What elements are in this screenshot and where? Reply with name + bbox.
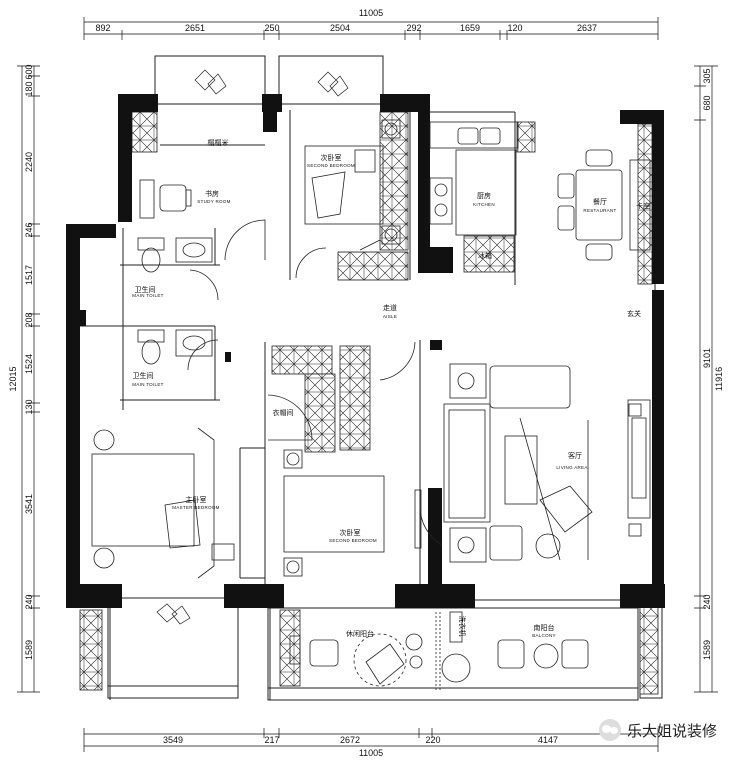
- svg-text:SECOND BEDROOM: SECOND BEDROOM: [329, 538, 377, 543]
- svg-text:2651: 2651: [185, 23, 205, 33]
- svg-text:292: 292: [406, 23, 421, 33]
- wechat-icon: [598, 719, 621, 741]
- living-furniture: [443, 363, 651, 563]
- dining-set: [557, 149, 651, 261]
- top-dimension-labels: 11005 892 2651 250 2504 292 1659 120 263…: [95, 8, 597, 33]
- master-bed: [91, 427, 235, 579]
- svg-text:1589: 1589: [24, 640, 34, 660]
- bottom-dimension-line: [83, 728, 659, 752]
- svg-text:1517: 1517: [24, 265, 34, 285]
- leisure-balcony-label: 休闲阳台: [346, 629, 374, 638]
- second-bedroom-bed: [283, 449, 422, 577]
- top-bedroom-bed: [304, 119, 401, 245]
- kitchen-fixtures: [429, 121, 519, 236]
- svg-text:130: 130: [24, 399, 34, 414]
- laundry-label: 洗衣机: [458, 616, 467, 637]
- svg-text:1589: 1589: [702, 640, 712, 660]
- svg-text:2637: 2637: [577, 23, 597, 33]
- right-dimension-labels: 305 680 9101 240 1589 11916: [702, 68, 724, 660]
- svg-text:120: 120: [507, 23, 522, 33]
- svg-text:BALCONY: BALCONY: [532, 633, 556, 638]
- master-bedroom-label: 主卧室: [186, 495, 207, 504]
- living-label: 客厅: [568, 451, 582, 460]
- top-dimension-line: [83, 17, 659, 40]
- svg-text:3541: 3541: [24, 494, 34, 514]
- balcony-furniture: [289, 611, 589, 690]
- svg-text:AISLE: AISLE: [383, 314, 397, 319]
- svg-text:246: 246: [24, 222, 34, 237]
- kitchen-label: 厨房: [477, 191, 491, 200]
- svg-text:SECOND BEDROOM: SECOND BEDROOM: [307, 163, 355, 168]
- svg-text:9101: 9101: [702, 348, 712, 368]
- svg-text:MAIN TOILET: MAIN TOILET: [132, 382, 163, 387]
- cloakroom-label: 衣帽间: [273, 408, 294, 417]
- svg-text:3549: 3549: [163, 735, 183, 745]
- svg-text:2672: 2672: [340, 735, 360, 745]
- svg-text:220: 220: [425, 735, 440, 745]
- entry-label: 玄关: [627, 309, 641, 318]
- toilet-bottom-label: 卫生间: [133, 371, 154, 380]
- cabinets: [79, 111, 659, 695]
- svg-text:250: 250: [264, 23, 279, 33]
- watermark-text: 乐大姐说装修: [626, 721, 717, 740]
- toilet-fixtures: [137, 237, 213, 365]
- svg-text:1524: 1524: [24, 354, 34, 374]
- bottom-total-dim: 11005: [359, 748, 383, 758]
- room-labels: 榻榻米 书房 STUDY ROOM 次卧室 SECOND BEDROOM 厨房 …: [132, 138, 650, 638]
- study-desk: [139, 179, 192, 219]
- svg-text:680: 680: [702, 95, 712, 110]
- svg-text:240: 240: [24, 594, 34, 609]
- left-dimension-labels: 12015 600 180 2240 246 1517 208 1524 130…: [8, 64, 34, 660]
- svg-text:STUDY ROOM: STUDY ROOM: [197, 199, 230, 204]
- svg-text:4147: 4147: [538, 735, 558, 745]
- walls: [66, 94, 665, 608]
- svg-text:892: 892: [95, 23, 110, 33]
- svg-text:1659: 1659: [460, 23, 480, 33]
- svg-text:2240: 2240: [24, 152, 34, 172]
- doors: [187, 219, 443, 546]
- balcony-outlines: [107, 597, 663, 701]
- second-bedroom-bottom-label: 次卧室: [340, 528, 361, 537]
- svg-text:MAIN TOILET: MAIN TOILET: [132, 293, 163, 298]
- toilet-top-label: 卫生间: [135, 285, 156, 294]
- restaurant-label: 餐厅: [593, 197, 607, 206]
- svg-text:MASTER BEDROOM: MASTER BEDROOM: [172, 505, 219, 510]
- svg-text:240: 240: [702, 594, 712, 609]
- plant-icons: [156, 69, 349, 625]
- svg-text:180: 180: [24, 81, 34, 96]
- study-label: 书房: [205, 189, 219, 198]
- right-dimension-line: [694, 65, 718, 693]
- aisle-label: 走道: [383, 303, 397, 312]
- svg-text:305: 305: [702, 68, 712, 83]
- svg-text:KITCHEN: KITCHEN: [473, 202, 495, 207]
- storage-label: 冰箱: [478, 251, 492, 260]
- svg-text:208: 208: [24, 312, 34, 327]
- svg-text:2504: 2504: [330, 23, 350, 33]
- left-dimension-line: [17, 65, 40, 693]
- top-total-dim: 11005: [359, 8, 383, 18]
- svg-text:600: 600: [24, 64, 34, 79]
- watermark: 乐大姐说装修: [598, 719, 717, 741]
- card-seat-label: 卡座: [636, 201, 650, 210]
- bottom-dimension-labels: 3549 217 2672 220 4147 11005: [163, 735, 558, 758]
- svg-text:RESTAURANT: RESTAURANT: [583, 208, 616, 213]
- svg-text:LIVING AREA: LIVING AREA: [556, 465, 587, 470]
- left-total-dim: 12015: [8, 366, 18, 391]
- balcony-label: 南阳台: [534, 623, 555, 632]
- wardrobe-label: 榻榻米: [208, 138, 229, 147]
- svg-text:217: 217: [264, 735, 279, 745]
- right-total-dim: 11916: [714, 367, 724, 391]
- interior-lines: [80, 55, 656, 700]
- second-bedroom-top-label: 次卧室: [321, 153, 342, 162]
